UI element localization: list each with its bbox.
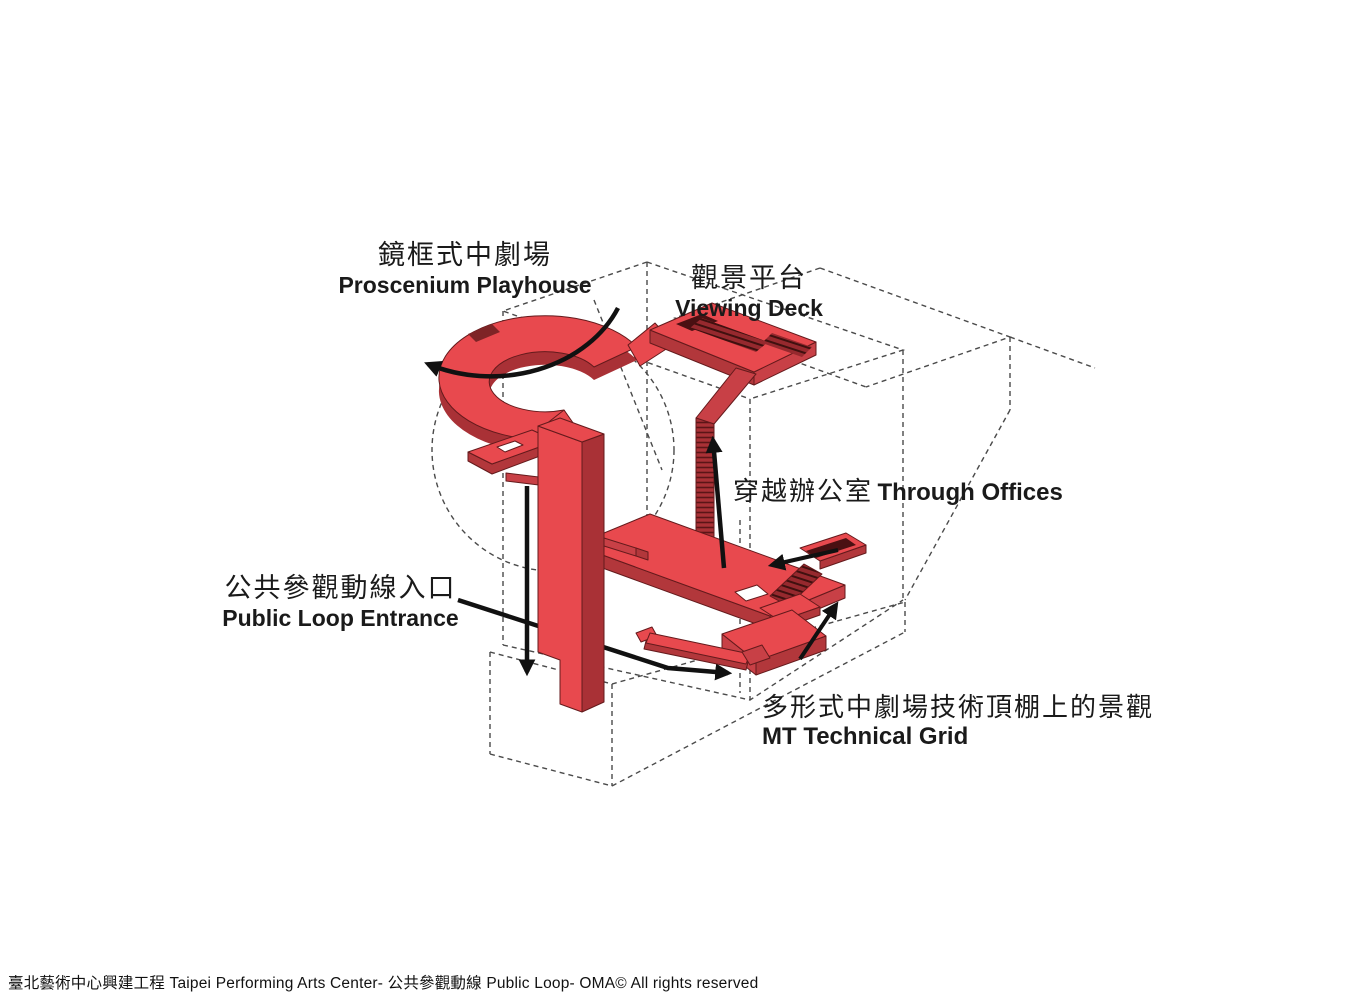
label-through-offices: 穿越辦公室 Through Offices (733, 471, 1063, 508)
grid-up-right-arrow (798, 601, 839, 661)
wall-side-face (581, 433, 605, 713)
wall-front-face (537, 425, 583, 713)
label-mt-grid-en: MT Technical Grid (762, 722, 969, 750)
viewing-deck-platform (649, 302, 817, 386)
label-viewing-deck: 觀景平台 Viewing Deck (635, 263, 863, 322)
loop-ring-step-mark (468, 324, 500, 342)
deck-edge-steps (762, 333, 812, 357)
deck-stair-hatch (690, 318, 768, 352)
walkway-top (645, 632, 751, 665)
label-mt-grid-zh: 多形式中劇場技術頂棚上的景觀 (762, 692, 1155, 722)
label-proscenium-playhouse: 鏡框式中劇場 Proscenium Playhouse (310, 240, 620, 299)
entrance-walkway (635, 626, 771, 671)
label-viewing-deck-en: Viewing Deck (675, 294, 823, 321)
through-offices-up-arrow (705, 435, 727, 569)
wall-shelf-tip (635, 547, 649, 561)
flow-arrows (424, 306, 839, 677)
landing-notch (496, 440, 524, 453)
office-volume-edges (904, 336, 1096, 601)
wall-top-face (537, 417, 605, 443)
label-entrance-en: Public Loop Entrance (222, 604, 459, 631)
stair-elbow (695, 367, 757, 425)
entrance-wall (537, 417, 649, 713)
label-proscenium-en: Proscenium Playhouse (338, 271, 592, 298)
label-proscenium-zh: 鏡框式中劇場 (378, 240, 552, 270)
walkway-junction (741, 644, 771, 666)
footer-credit: 臺北藝術中心興建工程 Taipei Performing Arts Center… (8, 975, 759, 992)
label-through-offices-zh: 穿越辦公室 (733, 476, 874, 506)
label-public-loop-entrance: 公共參觀動線入口 Public Loop Entrance (198, 573, 483, 632)
loop-direction-arrow (424, 306, 620, 379)
theatre-cube-verticals (502, 262, 904, 700)
grid-left-arrow (767, 548, 839, 571)
label-mt-technical-grid: 多形式中劇場技術頂棚上的景觀 MT Technical Grid (762, 692, 1182, 751)
base-slab-edges (489, 520, 906, 787)
label-through-offices-en: Through Offices (877, 479, 1063, 506)
label-entrance-zh: 公共參觀動線入口 (224, 573, 457, 603)
label-viewing-deck-zh: 觀景平台 (691, 263, 807, 293)
slab-hole (734, 584, 769, 602)
